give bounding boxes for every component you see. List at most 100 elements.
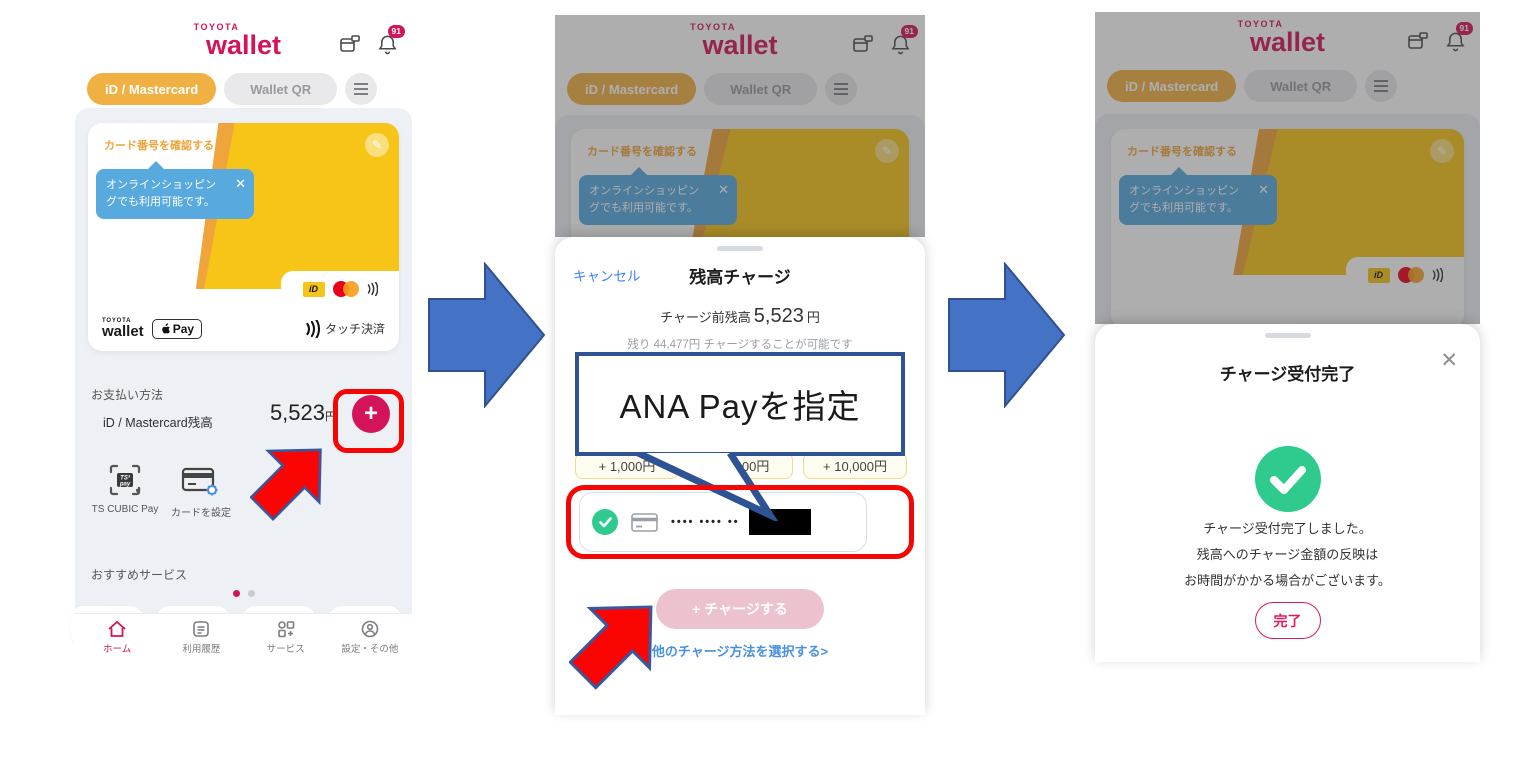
complete-sheet: ✕ チャージ受付完了 チャージ受付完了しました。 残高へのチャージ金額の反映は … [1095,324,1480,662]
store-notice-icon [1407,30,1429,57]
amount-10000-button[interactable]: + 10,000円 [803,452,907,479]
balance-value: 5,523円 [269,400,336,425]
annotation-blue-arrow [948,262,1066,408]
nav-home[interactable]: ホーム [75,614,159,660]
mastercard-logo [332,281,359,297]
tooltip-close-icon[interactable]: ✕ [235,176,246,191]
tab-wallet-qr: Wallet QR [704,73,818,105]
account-icon [361,620,379,637]
other-charge-method-link[interactable]: 他のチャージ方法を選択する> [651,644,829,659]
touch-payment-label: タッチ決済 [305,319,385,338]
hamburger-menu-button [1365,70,1398,102]
notification-bell-icon: 91 [890,25,918,60]
wallet-mini-logo: TOYOTA wallet [102,318,144,340]
tab-id-mastercard: iD / Mastercard [567,73,697,105]
dim-overlay [555,15,925,237]
notification-bell-icon: 91 [1445,22,1473,57]
dot-inactive[interactable] [247,590,255,597]
logo-wallet-text: wallet [205,30,282,60]
ts-cubic-pay-icon[interactable]: TS³ pay [105,460,145,500]
check-card-number-link[interactable]: カード番号を確認する [104,140,214,152]
online-shopping-tooltip: オンラインショッピン グでも利用可能です。 ✕ [96,161,254,219]
svg-text:pay: pay [119,482,131,488]
toyota-wallet-logo: TOYOTA wallet [75,23,412,59]
complete-title: チャージ受付完了 [1219,365,1356,384]
services-grid-icon [277,620,294,637]
annotation-red-arrow [250,448,322,521]
notification-bell-icon[interactable]: 91 [377,25,405,60]
bottom-navigation: ホーム 利用履歴 サービス 設定・その他 [75,613,412,660]
annotation-blue-arrow [428,262,546,408]
toyota-wallet-logo: TOYOTA wallet [690,22,778,60]
store-notice-icon[interactable] [339,33,361,60]
nav-history[interactable]: 利用履歴 [159,614,243,660]
dimmed-app-background: TOYOTA wallet 91 [555,15,925,237]
card-setting-icon[interactable] [179,460,219,500]
wallet-tabs: iD / Mastercard Wallet QR [87,73,400,105]
add-charge-button[interactable]: + [352,395,390,433]
contactless-icon [1432,268,1443,282]
screen-home: TOYOTA wallet 91 iD / Mastercard [71,15,412,660]
annotation-callout-tail [636,453,779,521]
balance-label: iD / Mastercard残高 [103,416,213,430]
card-brand-pill: iD [1346,257,1464,293]
nav-services[interactable]: サービス [244,614,328,660]
sheet-drag-handle[interactable] [1264,333,1311,338]
card-brand-pill: iD [281,271,399,307]
contactless-icon [306,319,320,338]
screen-complete: TOYOTA wallet 91 [1095,12,1480,662]
toyota-wallet-logo: TOYOTA wallet [1237,19,1326,57]
masked-card-number: •••• •••• •• [671,516,740,528]
tab-id-mastercard[interactable]: iD / Mastercard [87,73,217,105]
complete-message: チャージ受付完了しました。 残高へのチャージ金額の反映は お時間がかかる場合がご… [1184,521,1391,588]
store-notice-icon [852,33,874,60]
success-check-icon [1254,446,1321,517]
dot-active[interactable] [232,590,240,597]
svg-text:TS³: TS³ [120,475,131,482]
annotation-highlight-plus-button [333,389,404,453]
apple-pay-badge: Pay [151,318,203,339]
annotation-red-arrow [569,605,653,690]
annotation-highlight-payment-row [566,485,914,559]
edit-pencil-icon[interactable]: ✎ [365,133,389,157]
charge-submit-button[interactable]: + チャージする [656,589,824,629]
carousel-dots[interactable] [75,590,412,597]
mastercard-logo [1397,267,1424,283]
done-button[interactable]: 完了 [1254,602,1321,639]
cancel-button[interactable]: キャンセル [573,269,641,284]
tab-wallet-qr[interactable]: Wallet QR [224,73,338,105]
history-icon [193,620,210,637]
id-mastercard-card: カード番号を確認する ✎ オンラインショッピン グでも利用可能です。 ✕ iD [88,123,399,351]
apple-logo-icon [161,323,170,334]
payment-source-row[interactable]: •••• •••• •• [579,492,867,552]
contactless-icon [367,282,378,296]
tab-wallet-qr: Wallet QR [1244,70,1358,102]
screen-charge: TOYOTA wallet 91 [555,15,925,715]
hamburger-menu-button[interactable] [345,73,378,105]
payment-section-title: お支払い方法 [91,388,164,402]
ts-cubic-pay-label: TS CUBIC Pay [91,504,159,515]
app-header: TOYOTA wallet 91 [75,23,412,71]
annotation-callout-ana-pay: ANA Payを指定 [575,352,905,456]
tab-id-mastercard: iD / Mastercard [1107,70,1237,102]
bank-card-icon [631,512,658,532]
home-panel: カード番号を確認する ✎ オンラインショッピン グでも利用可能です。 ✕ iD [71,108,412,646]
services-section-title: おすすめサービス [91,568,188,582]
charge-sheet-title: 残高チャージ [689,268,791,287]
logo-toyota-text: TOYOTA [193,22,240,32]
hamburger-menu-button [825,73,858,105]
home-icon [108,620,126,637]
id-logo: iD [302,281,325,297]
amount-1000-button[interactable]: + 1,000円 [575,452,679,479]
close-icon[interactable]: ✕ [1440,349,1458,372]
dim-overlay [1095,12,1480,324]
remaining-chargeable: 残り 44,477円 チャージすることが可能です [627,339,853,351]
selected-check-icon [592,509,618,535]
nav-settings[interactable]: 設定・その他 [328,614,412,660]
sheet-drag-handle[interactable] [717,246,763,251]
notification-badge: 91 [387,25,405,38]
card-setting-label: カードを設定 [171,508,231,519]
